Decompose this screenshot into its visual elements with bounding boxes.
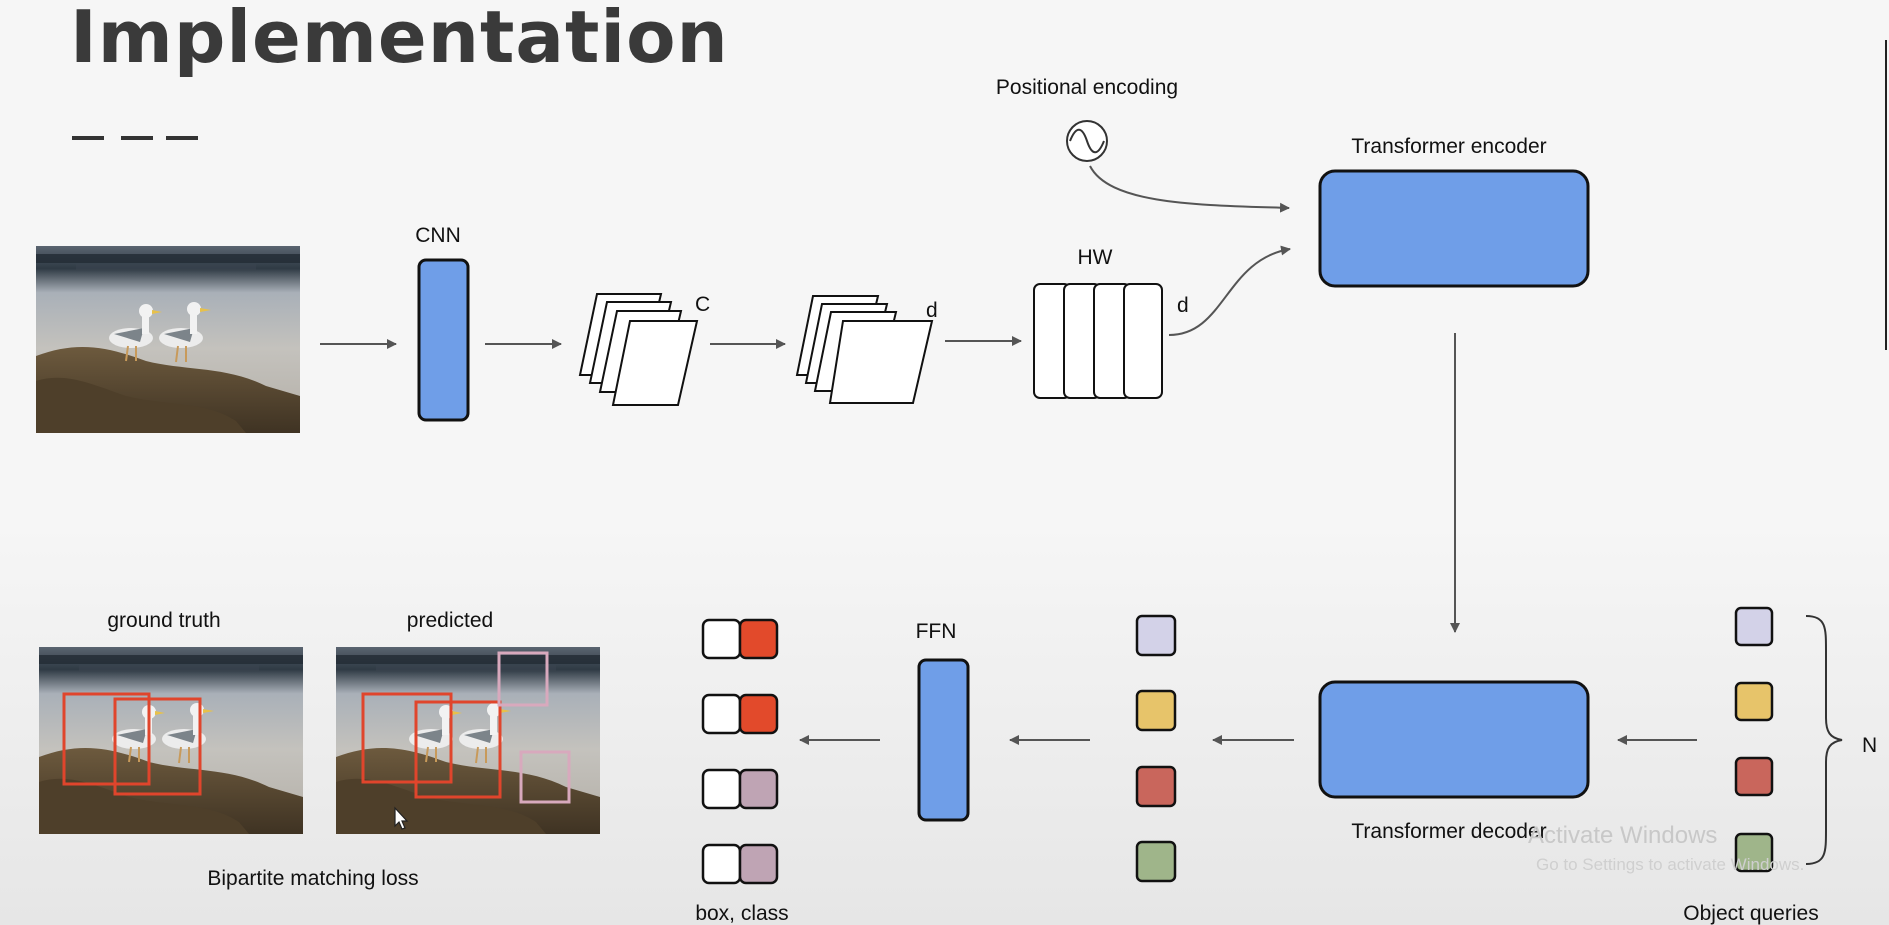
bipartite-loss-label: Bipartite matching loss (207, 867, 418, 890)
predicted-label: predicted (407, 609, 493, 632)
title-underline (72, 136, 198, 140)
activation-watermark-title: Activate Windows (1528, 822, 1717, 849)
predicted-image (336, 647, 600, 834)
object-queries (1734, 606, 1774, 873)
sine-wave-icon (1066, 120, 1108, 162)
ffn-block (917, 658, 970, 822)
d-features-label: d (926, 299, 938, 322)
transformer-encoder-label: Transformer encoder (1351, 135, 1546, 158)
d-sequence-label: d (1177, 294, 1189, 317)
arrow-positional-to-encoder (1089, 165, 1290, 213)
n-label: N (1862, 734, 1877, 757)
cnn-label: CNN (415, 224, 461, 247)
mouse-cursor-icon (394, 806, 409, 830)
input-image (36, 246, 300, 433)
slide-title: Implementation (70, 0, 729, 79)
box-class-label: box, class (695, 902, 788, 925)
arrow-sequence-to-encoder (1168, 245, 1291, 336)
activation-watermark-subtitle: Go to Settings to activate Windows. (1536, 855, 1804, 874)
hw-label: HW (1078, 246, 1113, 269)
prediction-pairs (701, 618, 779, 885)
cnn-block (417, 258, 470, 422)
transformer-encoder-block (1318, 169, 1590, 288)
feature-maps-c (578, 293, 699, 406)
feature-maps-d (795, 295, 934, 404)
decoder-outputs (1135, 614, 1177, 883)
ffn-label: FFN (916, 620, 957, 643)
positional-encoding-label: Positional encoding (996, 76, 1178, 99)
ground-truth-image (39, 647, 303, 834)
object-queries-label: Object queries (1683, 902, 1818, 925)
transformer-decoder-block (1318, 680, 1590, 799)
transformer-decoder-label: Transformer decoder (1351, 820, 1546, 843)
ground-truth-label: ground truth (107, 609, 220, 632)
flattened-sequence (1033, 283, 1163, 399)
c-label: C (695, 293, 710, 316)
queries-brace (1805, 615, 1843, 865)
